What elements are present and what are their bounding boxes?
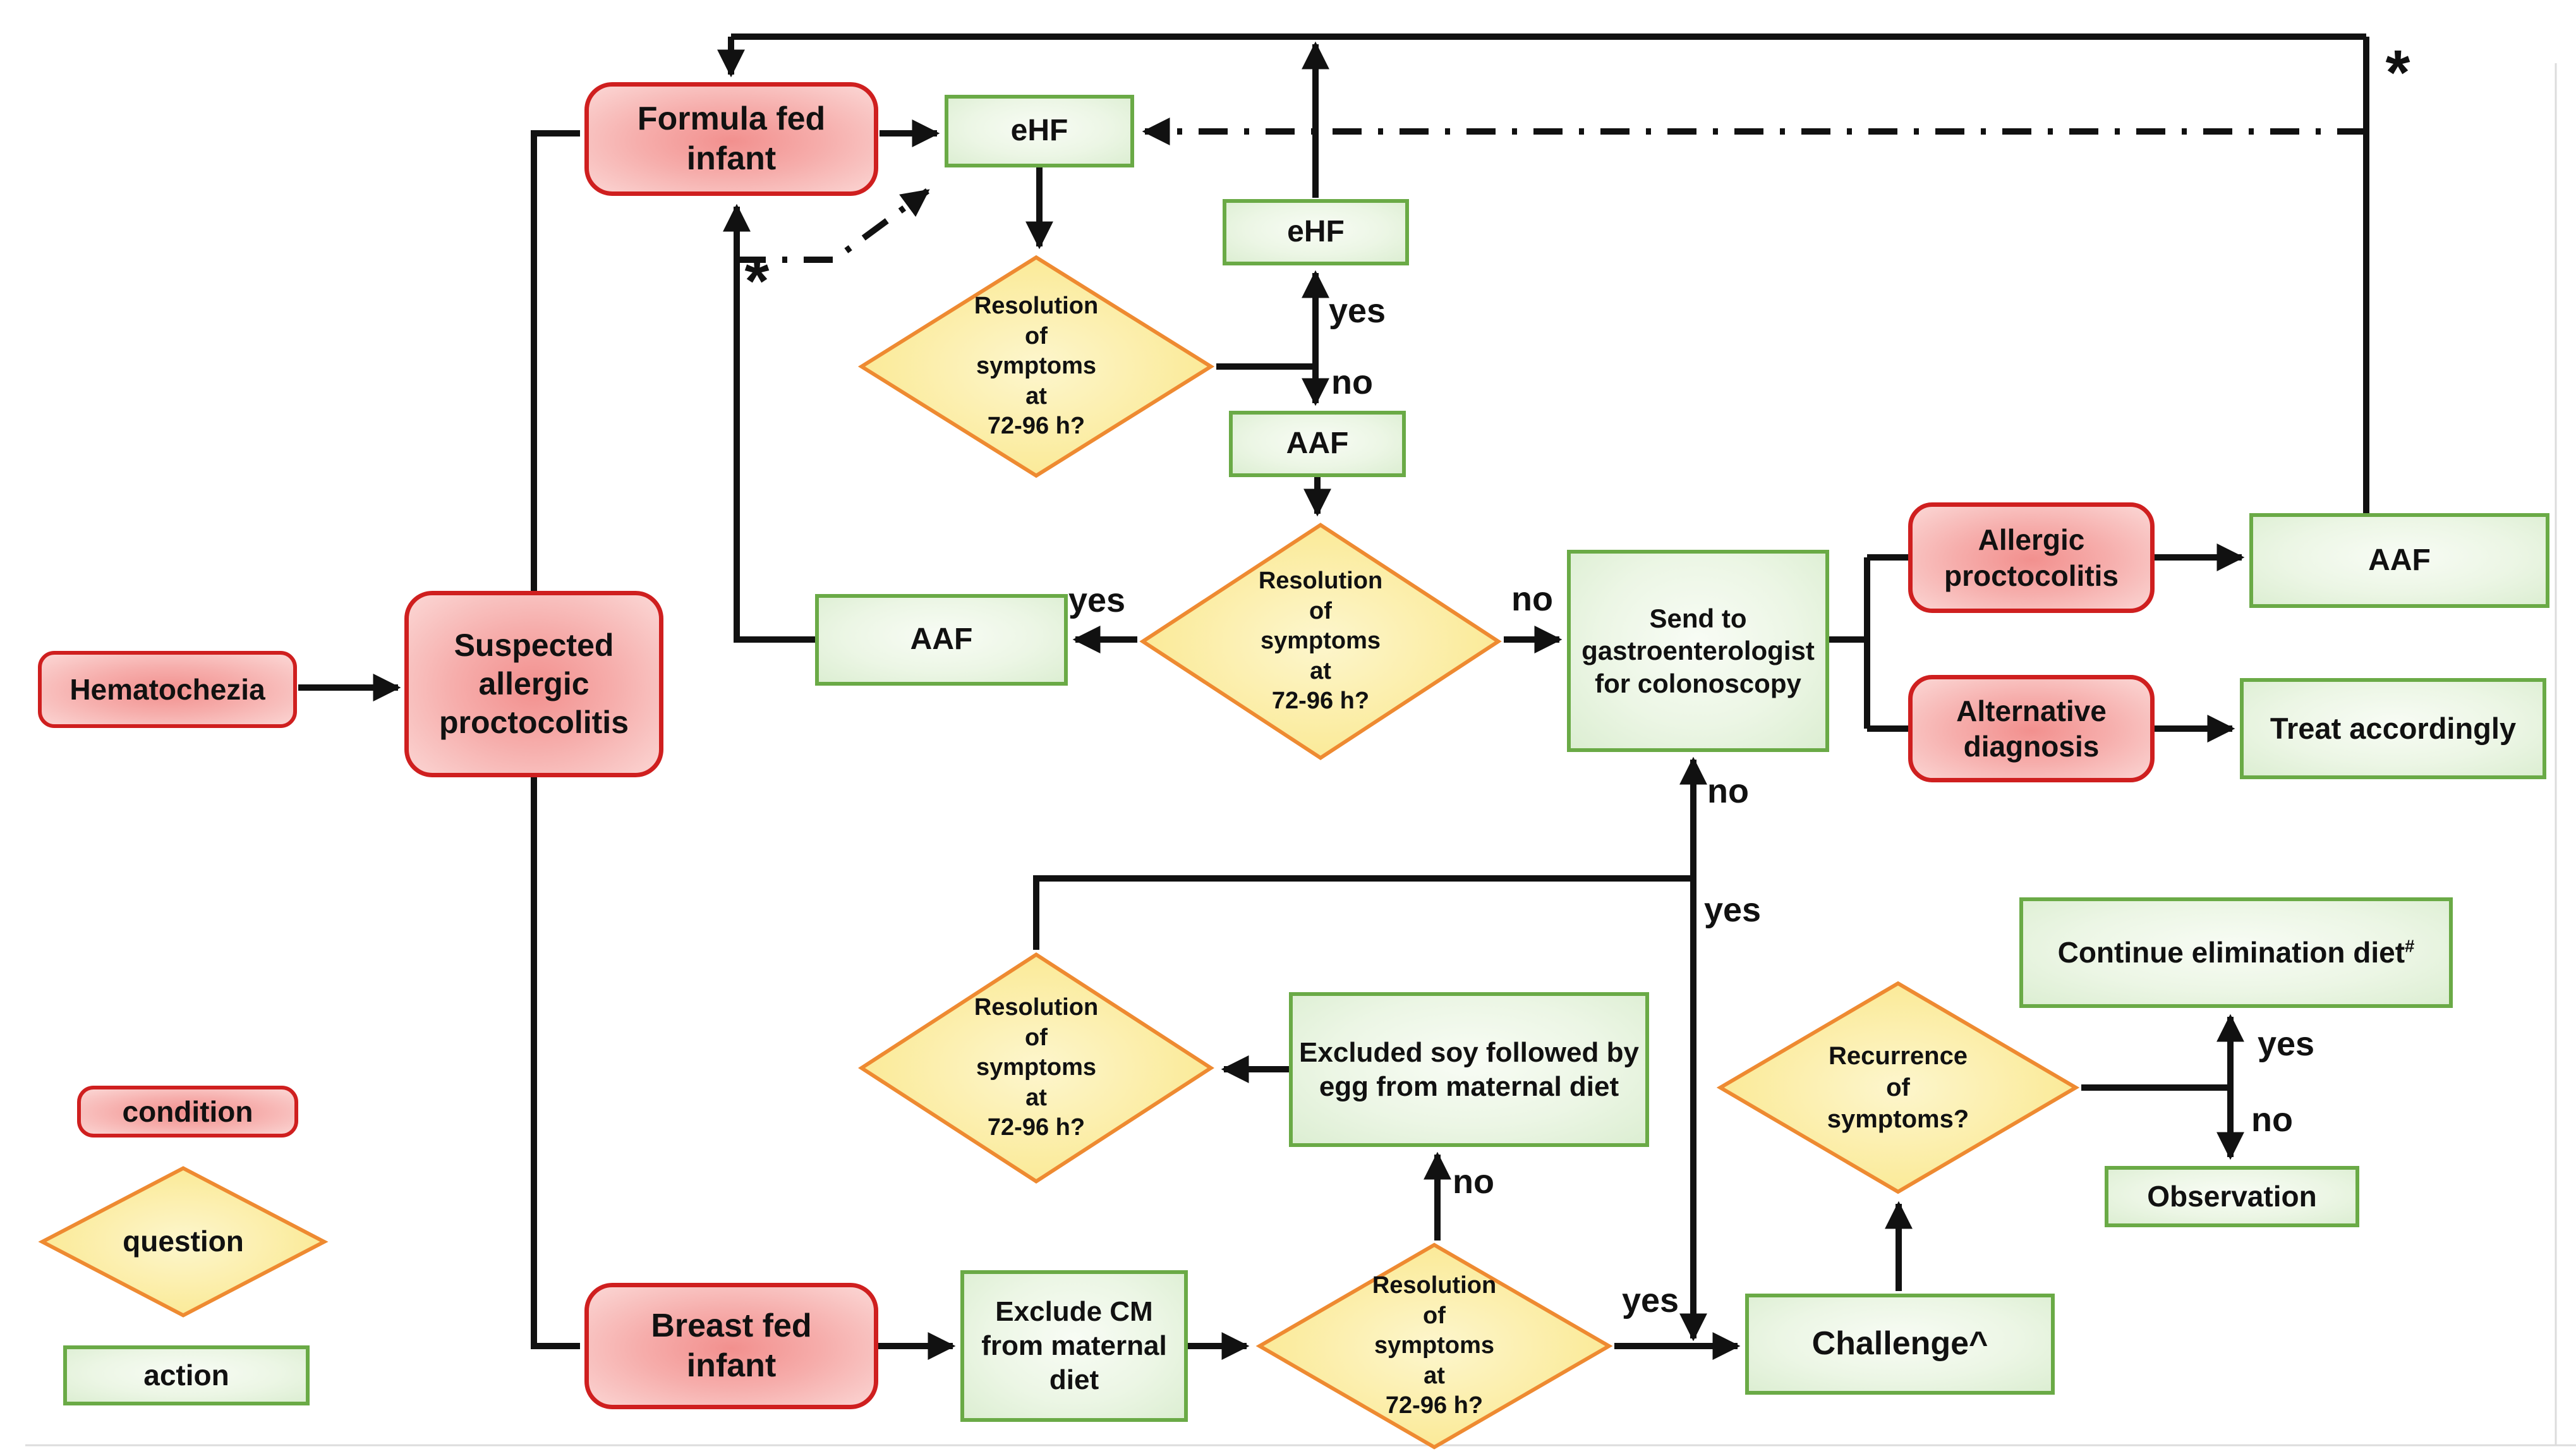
node-aaf-right-label: AAF — [2368, 543, 2431, 577]
decision-resolution-2-label: Resolution of symptoms at 72-96 h? — [1258, 567, 1383, 715]
node-ehf-mid-label: eHF — [1287, 215, 1345, 249]
node-send-gastroenterologist-label: Send to gastroenterologist for colonosco… — [1581, 604, 1815, 698]
edge-aafleft-formula-loop — [722, 203, 815, 643]
node-continue-elimination-diet: Continue elimination diet# — [2019, 897, 2453, 1008]
node-aaf-mid: AAF — [1229, 411, 1406, 477]
edge-label-yes-aafleft: yes — [1068, 581, 1126, 619]
node-formula-fed-infant: Formula fed infant — [584, 82, 878, 196]
decision-recurrence-label: Recurrence of symptoms? — [1827, 1042, 1969, 1133]
node-exclude-cm: Exclude CM from maternal diet — [960, 1270, 1188, 1422]
edge-label-no-aaf: no — [1331, 363, 1373, 401]
node-hematochezia-label: Hematochezia — [70, 672, 265, 706]
node-allergic-proctocolitis: Allergic proctocolitis — [1908, 502, 2155, 613]
node-alternative-diagnosis: Alternative diagnosis — [1908, 675, 2155, 782]
node-aaf-mid-label: AAF — [1286, 427, 1349, 461]
diamond-shape-icon — [856, 951, 1216, 1185]
node-excluded-soy-egg: Excluded soy followed by egg from matern… — [1289, 992, 1649, 1147]
node-aaf-left: AAF — [815, 594, 1068, 686]
diamond-shape-icon — [1137, 521, 1504, 761]
node-challenge: Challenge^ — [1745, 1294, 2055, 1395]
legend-action: action — [63, 1345, 310, 1405]
asterisk-left: * — [744, 246, 770, 317]
edge-label-yes-ehf: yes — [1328, 292, 1386, 330]
legend-condition-label: condition — [122, 1095, 253, 1128]
edge-label-no-colonoscopy: no — [1707, 772, 1749, 810]
node-excluded-soy-egg-label: Excluded soy followed by egg from matern… — [1299, 1036, 1639, 1102]
edge-branch-resolution3 — [1033, 875, 1693, 950]
node-exclude-cm-label: Exclude CM from maternal diet — [981, 1296, 1167, 1395]
node-aaf-right: AAF — [2249, 513, 2549, 608]
node-breast-fed-label: Breast fed infant — [651, 1307, 812, 1384]
continue-diet-superscript: # — [2405, 937, 2415, 957]
node-suspected-label: Suspected allergic proctocolitis — [438, 628, 629, 740]
node-breast-fed-infant: Breast fed infant — [584, 1283, 878, 1409]
decision-resolution-2: Resolution of symptoms at 72-96 h? — [1137, 521, 1504, 761]
legend-question: question — [38, 1166, 329, 1318]
decision-resolution-3: Resolution of symptoms at 72-96 h? — [856, 951, 1216, 1185]
edge-label-no-recurrence: no — [2251, 1101, 2293, 1139]
continue-diet-text: Continue elimination diet — [2057, 936, 2405, 969]
node-ehf-mid: eHF — [1223, 199, 1409, 265]
legend-condition: condition — [77, 1086, 298, 1138]
node-observation-label: Observation — [2147, 1180, 2317, 1213]
node-observation: Observation — [2105, 1166, 2359, 1227]
node-send-gastroenterologist: Send to gastroenterologist for colonosco… — [1567, 550, 1829, 752]
decision-resolution-1: Resolution of symptoms at 72-96 h? — [856, 254, 1216, 479]
node-continue-elimination-diet-label: Continue elimination diet# — [2058, 935, 2415, 970]
asterisk-right: * — [2385, 37, 2410, 108]
decision-recurrence: Recurrence of symptoms? — [1715, 980, 2081, 1195]
edge-label-no-gastro: no — [1511, 580, 1553, 618]
node-ehf-top: eHF — [945, 95, 1134, 167]
legend-action-label: action — [143, 1359, 229, 1392]
diamond-shape-icon — [38, 1166, 329, 1318]
edge-label-no-soy: no — [1453, 1163, 1494, 1201]
legend-question-label: question — [123, 1225, 244, 1258]
decision-resolution-1-label: Resolution of symptoms at 72-96 h? — [974, 293, 1099, 440]
decision-resolution-3-label: Resolution of symptoms at 72-96 h? — [974, 994, 1099, 1141]
node-suspected-allergic-proctocolitis: Suspected allergic proctocolitis — [404, 591, 663, 777]
diamond-shape-icon — [1254, 1242, 1614, 1450]
decision-resolution-4-label: Resolution of symptoms at 72-96 h? — [1372, 1272, 1497, 1419]
edge-label-yes-colonoscopy: yes — [1703, 891, 1762, 929]
edge-label-yes-recurrence: yes — [2257, 1025, 2315, 1063]
node-alternative-diagnosis-label: Alternative diagnosis — [1956, 694, 2107, 763]
node-allergic-proctocolitis-label: Allergic proctocolitis — [1944, 523, 2119, 592]
node-ehf-top-label: eHF — [1010, 114, 1068, 148]
node-treat-accordingly: Treat accordingly — [2240, 678, 2546, 779]
diamond-shape-icon — [856, 254, 1216, 479]
edge-label-yes-challenge: yes — [1621, 1282, 1679, 1320]
node-treat-accordingly-label: Treat accordingly — [2270, 712, 2517, 746]
edge-suspected-formula — [531, 130, 580, 591]
diamond-shape-icon — [1715, 980, 2081, 1195]
node-hematochezia: Hematochezia — [38, 651, 297, 728]
decision-resolution-4: Resolution of symptoms at 72-96 h? — [1254, 1242, 1614, 1450]
edge-suspected-breast — [531, 777, 580, 1349]
node-formula-fed-label: Formula fed infant — [637, 100, 826, 177]
node-challenge-label: Challenge^ — [1811, 1325, 1988, 1362]
node-aaf-left-label: AAF — [910, 622, 973, 657]
